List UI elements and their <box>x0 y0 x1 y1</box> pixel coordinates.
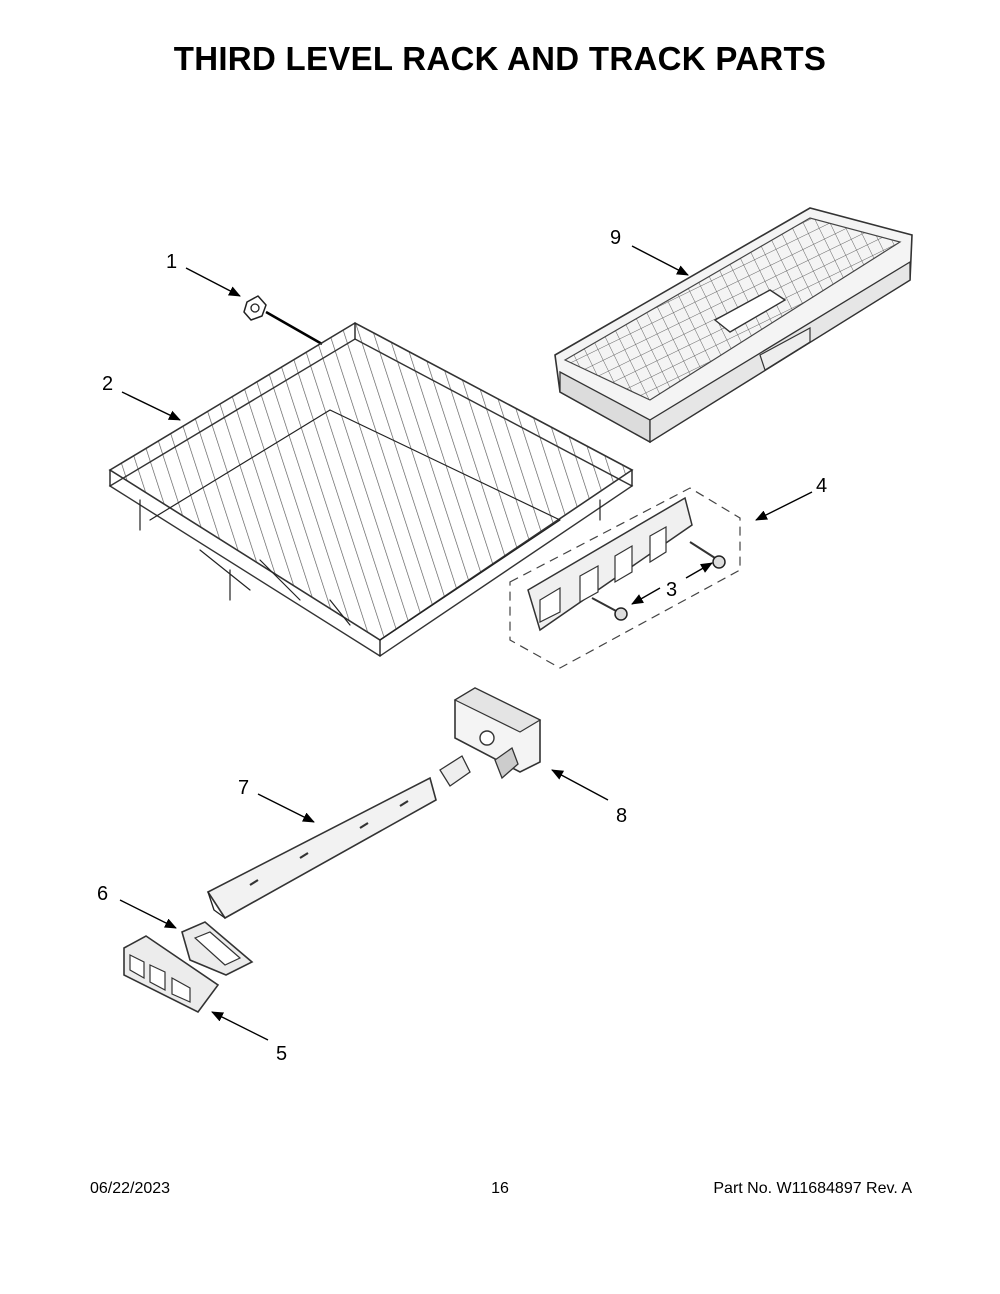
part-6-end-cap <box>181 921 254 976</box>
part-8-housing <box>439 687 542 787</box>
callout-4: 4 <box>816 475 827 497</box>
part-4-track-bracket <box>509 487 741 669</box>
callout-3: 3 <box>666 579 677 601</box>
footer-page-number: 16 <box>491 1180 509 1197</box>
callout-6: 6 <box>97 883 108 905</box>
footer-part-number: Part No. W11684897 Rev. A <box>713 1180 912 1197</box>
callout-7: 7 <box>238 777 249 799</box>
part-1-clip <box>243 295 323 346</box>
footer-date: 06/22/2023 <box>90 1180 171 1197</box>
part-9-basket <box>554 207 913 444</box>
callout-2: 2 <box>102 373 113 395</box>
part-7-track-rail <box>206 776 437 920</box>
leader-arrows <box>119 245 813 1041</box>
part-3-nuts <box>591 541 726 621</box>
part-2-wire-rack <box>108 322 634 657</box>
callout-5: 5 <box>276 1043 287 1065</box>
callout-9: 9 <box>610 227 621 249</box>
callout-8: 8 <box>616 805 627 827</box>
callout-1: 1 <box>166 251 177 273</box>
part-5-front-stop <box>123 935 220 1014</box>
page-title: THIRD LEVEL RACK AND TRACK PARTS <box>173 40 827 77</box>
